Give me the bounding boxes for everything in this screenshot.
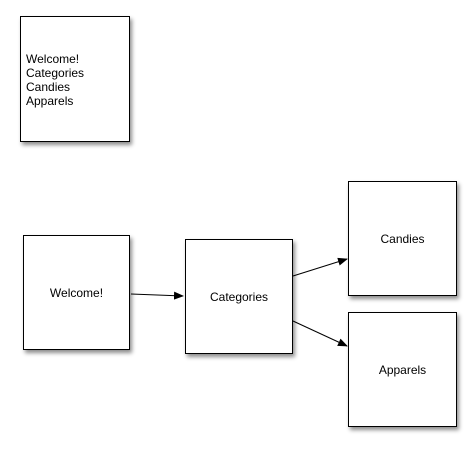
- outline-item-welcome: Welcome!: [26, 52, 80, 66]
- node-candies-label: Candies: [380, 231, 425, 246]
- node-apparels-label: Apparels: [378, 362, 427, 377]
- node-apparels[interactable]: Apparels: [348, 312, 457, 427]
- edge-categories-to-apparels: [292, 320, 348, 347]
- edge-categories-to-candies: [292, 257, 348, 277]
- node-categories-label: Categories: [209, 289, 269, 304]
- edge-welcome-to-categories: [130, 291, 184, 300]
- node-welcome[interactable]: Welcome!: [23, 235, 130, 350]
- outline-item-apparels: Apparels: [26, 94, 74, 108]
- node-categories[interactable]: Categories: [185, 239, 293, 354]
- node-welcome-label: Welcome!: [49, 285, 104, 300]
- outline-box: Welcome! Categories Candies Apparels: [20, 16, 130, 142]
- outline-item-categories: Categories: [26, 66, 85, 80]
- outline-item-candies: Candies: [26, 80, 71, 94]
- node-candies[interactable]: Candies: [348, 181, 457, 296]
